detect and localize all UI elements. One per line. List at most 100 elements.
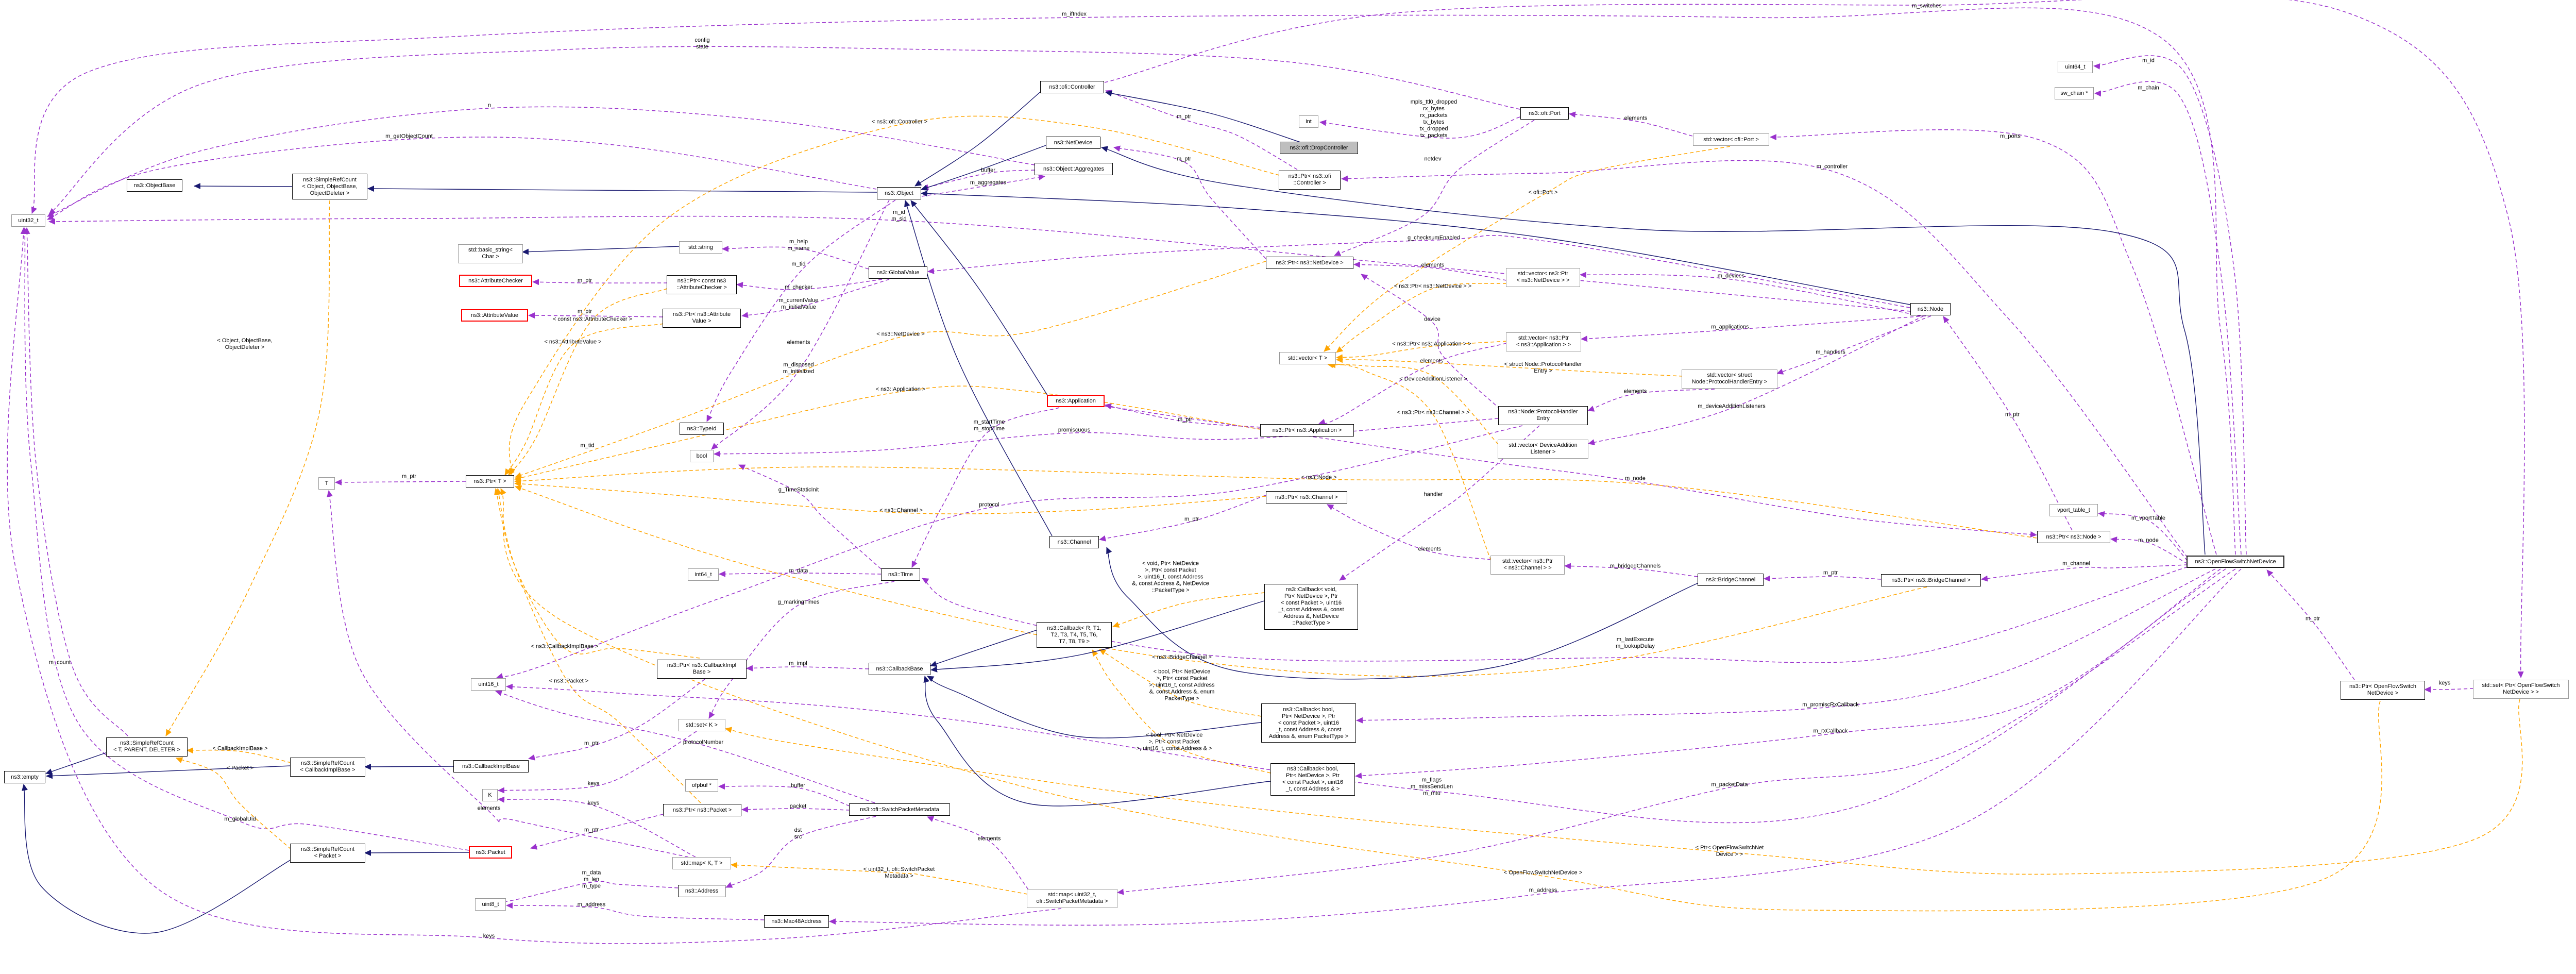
class-box-ptr-ofi-controller[interactable]: ns3::Ptr< ns3::ofi::Controller > (1279, 170, 1341, 190)
class-box-label: ns3::Ptr< ns3::Node > (2046, 533, 2102, 540)
member-edge-23 (1113, 145, 1266, 259)
class-box-label: < Packet > (314, 853, 342, 859)
class-box-label: std::string (688, 244, 713, 250)
class-box-T: T (318, 477, 335, 490)
class-box-callbackimplbase[interactable]: ns3::CallbackImplBase (453, 760, 529, 773)
member-edge-25 (1353, 261, 1507, 281)
template-edge-78 (508, 288, 668, 476)
class-box-vport-table-t: vport_table_t (2049, 504, 2098, 516)
class-box-ptr-attributechecker[interactable]: ns3::Ptr< const ns3::AttributeChecker > (667, 275, 737, 294)
class-box-label: < const Packet >, uint16 (1282, 779, 1344, 785)
class-box-time[interactable]: ns3::Time (881, 568, 920, 581)
member-edge-16 (706, 199, 896, 422)
class-box-ptr-application[interactable]: ns3::Ptr< ns3::Application > (1260, 424, 1354, 436)
class-box-ptr-packet[interactable]: ns3::Ptr< ns3::Packet > (663, 804, 741, 816)
class-box-attributechecker[interactable]: ns3::AttributeChecker (459, 275, 532, 287)
class-box-label: uint32_t (18, 217, 39, 224)
class-box-channel[interactable]: ns3::Channel (1049, 536, 1099, 548)
class-box-ofi-controller[interactable]: ns3::ofi::Controller (1040, 81, 1104, 93)
class-box-callbackbase[interactable]: ns3::CallbackBase (869, 663, 930, 675)
class-box-bridgechannel[interactable]: ns3::BridgeChannel (1698, 574, 1764, 586)
template-edge-79 (504, 323, 664, 476)
class-box-application[interactable]: ns3::Application (1047, 395, 1105, 407)
class-box-ptr-bridgechannel[interactable]: ns3::Ptr< ns3::BridgeChannel > (1881, 574, 1981, 586)
class-box-label: ::AttributeChecker > (676, 284, 727, 291)
class-box-label: < const Packet >, uint16 (1278, 719, 1340, 726)
class-box-label: NetDevice > (2367, 690, 2399, 696)
class-box-label: ObjectDeleter > (310, 190, 350, 196)
class-box-label: ns3::Ptr< OpenFlowSwitch (2349, 683, 2416, 690)
class-box-callback-promisc[interactable]: ns3::Callback< bool,Ptr< NetDevice >, Pt… (1261, 703, 1356, 743)
template-edge-80 (509, 115, 1280, 475)
member-edge-41 (1943, 316, 2073, 531)
template-edge-95 (1112, 592, 1265, 628)
class-box-ptr-node[interactable]: ns3::Ptr< ns3::Node > (2037, 531, 2110, 543)
class-box-node[interactable]: ns3::Node (1910, 303, 1951, 315)
template-edge-82 (514, 385, 1261, 481)
class-box-label: Node::ProtocolHandlerEntry > (1691, 379, 1768, 385)
class-box-ofi-dropcontroller[interactable]: ns3::ofi::DropController (1280, 142, 1358, 154)
class-box-label: uint8_t (482, 901, 499, 908)
class-box-openflowswitchnetdevice[interactable]: ns3::OpenFlowSwitchNetDevice (2187, 556, 2284, 568)
class-box-packet[interactable]: ns3::Packet (469, 846, 512, 859)
class-box-object[interactable]: ns3::Object (877, 187, 921, 199)
member-edge-38 (1105, 406, 2037, 538)
class-box-label: int64_t (694, 571, 712, 578)
class-box-label: ns3::Ptr< ns3::NetDevice > (1276, 259, 1344, 266)
class-box-simplerefcount-packet[interactable]: ns3::SimpleRefCount< Packet > (290, 843, 365, 863)
class-box-vector-ptr-channel: std::vector< ns3::Ptr< ns3::Channel > > (1490, 555, 1565, 575)
class-box-netdevice[interactable]: ns3::NetDevice (1046, 137, 1100, 149)
member-edge-53 (528, 679, 705, 761)
class-box-globalvalue[interactable]: ns3::GlobalValue (869, 266, 927, 279)
class-box-label: vport_table_t (2057, 507, 2090, 513)
member-edge-32 (1361, 274, 1501, 410)
member-edge-34 (496, 425, 1523, 679)
class-box-ptr-channel[interactable]: ns3::Ptr< ns3::Channel > (1266, 491, 1347, 503)
member-edge-1 (1104, 0, 2525, 678)
class-box-label: ofi::SwitchPacketMetadata > (1036, 898, 1108, 904)
member-edge-45 (708, 581, 895, 719)
class-box-callback-rx[interactable]: ns3::Callback< bool,Ptr< NetDevice >, Pt… (1270, 763, 1355, 796)
class-box-int64-t: int64_t (688, 568, 719, 581)
class-box-ptr-T[interactable]: ns3::Ptr< T > (466, 475, 514, 488)
class-box-attributevalue[interactable]: ns3::AttributeValue (461, 309, 528, 322)
inheritance-edge-118 (927, 676, 1262, 738)
class-box-callback-void[interactable]: ns3::Callback< void,Ptr< NetDevice >, Pt… (1264, 583, 1358, 630)
class-box-address[interactable]: ns3::Address (678, 885, 725, 897)
class-box-object-aggregates[interactable]: ns3::Object::Aggregates (1035, 163, 1113, 175)
class-box-std-string: std::string (679, 241, 722, 254)
class-box-empty[interactable]: ns3::empty (4, 771, 45, 783)
member-edge-2 (2093, 55, 2247, 555)
class-box-label: std::basic_string< (468, 247, 513, 253)
class-box-simplerefcount-template[interactable]: ns3::SimpleRefCount< T, PARENT, DELETER … (106, 737, 188, 757)
inheritance-edge-119 (923, 676, 1271, 807)
inheritance-edge-106 (921, 190, 1910, 305)
class-box-bool: bool (690, 450, 714, 462)
class-box-label: ns3::Channel (1057, 539, 1091, 545)
member-edge-59 (741, 806, 850, 813)
class-box-label: K (488, 792, 492, 798)
class-box-simplerefcount-callbackimplbase[interactable]: ns3::SimpleRefCount< CallbackImplBase > (290, 757, 365, 777)
class-box-label: ns3::SimpleRefCount (301, 760, 354, 766)
class-box-objectbase[interactable]: ns3::ObjectBase (127, 179, 182, 192)
member-edge-36 (1105, 403, 1261, 428)
class-box-ptr-netdevice[interactable]: ns3::Ptr< ns3::NetDevice > (1266, 257, 1353, 269)
class-box-switchpacketmetadata[interactable]: ns3::ofi::SwitchPacketMetadata (849, 803, 950, 816)
class-box-mac48address[interactable]: ns3::Mac48Address (764, 915, 829, 928)
class-box-label: < Object, ObjectBase, (302, 183, 358, 190)
class-box-simplerefcount-object[interactable]: ns3::SimpleRefCount< Object, ObjectBase,… (292, 174, 367, 199)
member-edge-51 (922, 566, 2188, 663)
template-edge-77 (176, 757, 292, 850)
class-box-sw-chain: sw_chain * (2055, 87, 2094, 99)
class-box-ofi-port[interactable]: ns3::ofi::Port (1520, 107, 1569, 120)
class-box-callback-template[interactable]: ns3::Callback< R, T1,T2, T3, T4, T5, T6,… (1037, 622, 1112, 648)
class-box-label: ns3::Ptr< T > (473, 478, 506, 484)
class-box-typeid[interactable]: ns3::TypeId (680, 423, 724, 435)
class-box-label: ns3::TypeId (687, 425, 717, 432)
